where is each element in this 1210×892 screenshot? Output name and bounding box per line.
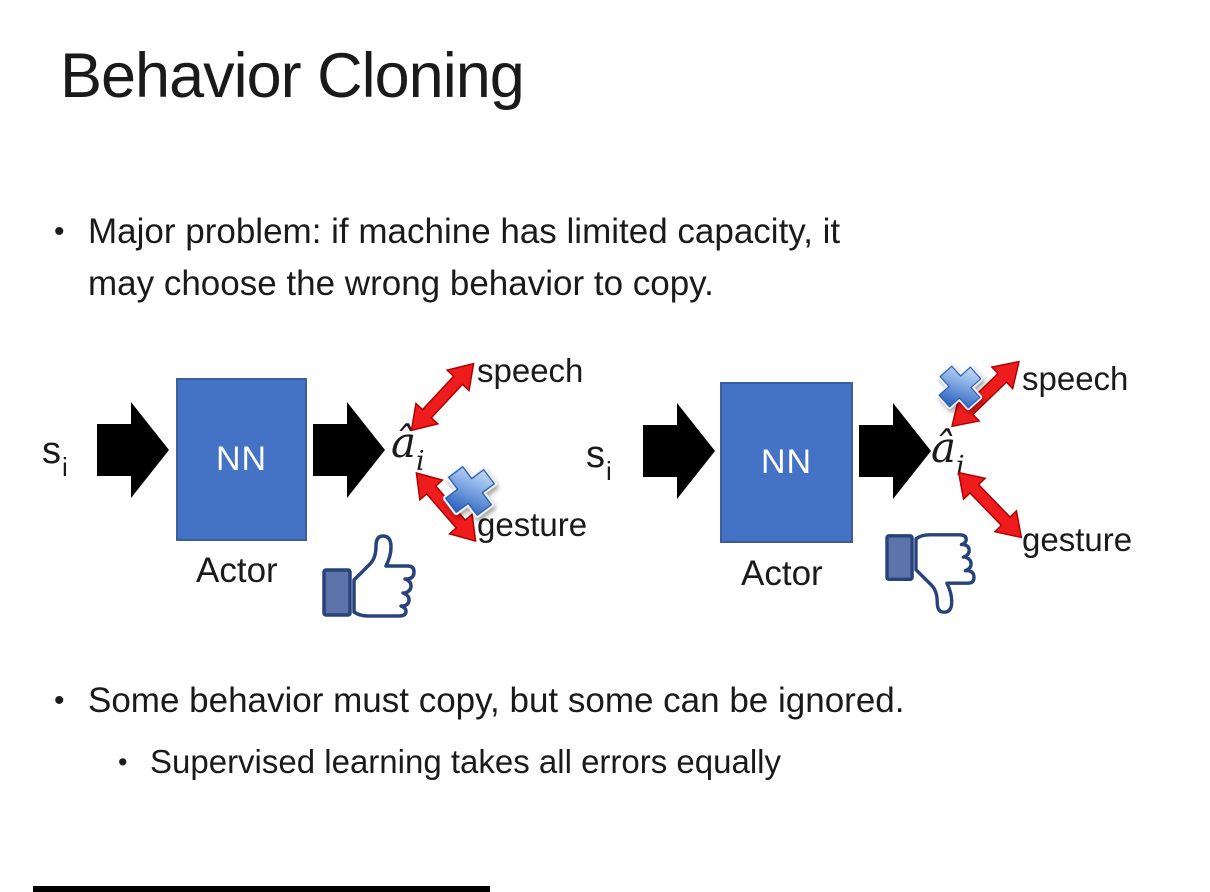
state-symbol-left: si [42,430,68,482]
state-sub: i [606,455,612,486]
bullet-some-line: Some behavior must copy, but some can be… [88,681,905,720]
gesture-double-arrow-icon [957,471,1023,539]
nn-label: NN [760,443,813,481]
output-arrow-icon [859,403,931,499]
state-base: s [586,434,605,476]
action-sub: i [416,446,425,478]
bullet-supervised-line: Supervised learning takes all errors equ… [150,743,781,780]
speech-double-arrow-icon [410,362,475,432]
cropped-bottom-bar [33,886,490,892]
bullet-marker: • [118,747,128,777]
gesture-label-left: gesture [477,506,588,543]
nn-label: NN [215,440,268,478]
bullet-some-text: Some behavior must copy, but some can be… [88,678,904,724]
gesture-label-right: gesture [1022,521,1133,558]
action-base: â [931,423,957,472]
action-sub: i [956,451,965,483]
input-arrow-icon [97,402,169,498]
state-sub: i [62,451,68,482]
bullet-some-behavior: • Some behavior must copy, but some can … [54,678,904,724]
thumbs-up-icon [322,534,416,618]
actor-label-left: Actor [196,551,278,590]
bullet-major-line1: Major problem: if machine has limited ca… [88,212,841,251]
thumbs-down-icon [885,533,976,614]
page-title: Behavior Cloning [60,41,525,111]
bullet-marker: • [54,215,65,248]
bullet-supervised-text: Supervised learning takes all errors equ… [150,740,781,784]
nn-box-left: NN [176,378,307,541]
speech-label-left: speech [477,352,584,389]
actor-label-right: Actor [741,554,823,593]
nn-box-right: NN [720,382,853,543]
bullet-marker: • [54,684,65,717]
speech-label-right: speech [1022,360,1129,397]
input-arrow-icon [643,403,715,499]
bullet-supervised-learning: • Supervised learning takes all errors e… [118,740,781,784]
state-base: s [42,430,61,472]
gesture-double-arrow-icon [415,471,477,543]
cross-out-icon-right [936,363,984,411]
bullet-major-problem: • Major problem: if machine has limited … [54,206,840,310]
bullet-major-text: Major problem: if machine has limited ca… [88,206,840,310]
state-symbol-right: si [586,434,612,486]
cross-out-icon-left [442,463,498,519]
output-arrow-icon [313,402,385,498]
action-symbol-right: âi [931,423,965,482]
bullet-major-line2: may choose the wrong behavior to copy. [88,264,714,303]
